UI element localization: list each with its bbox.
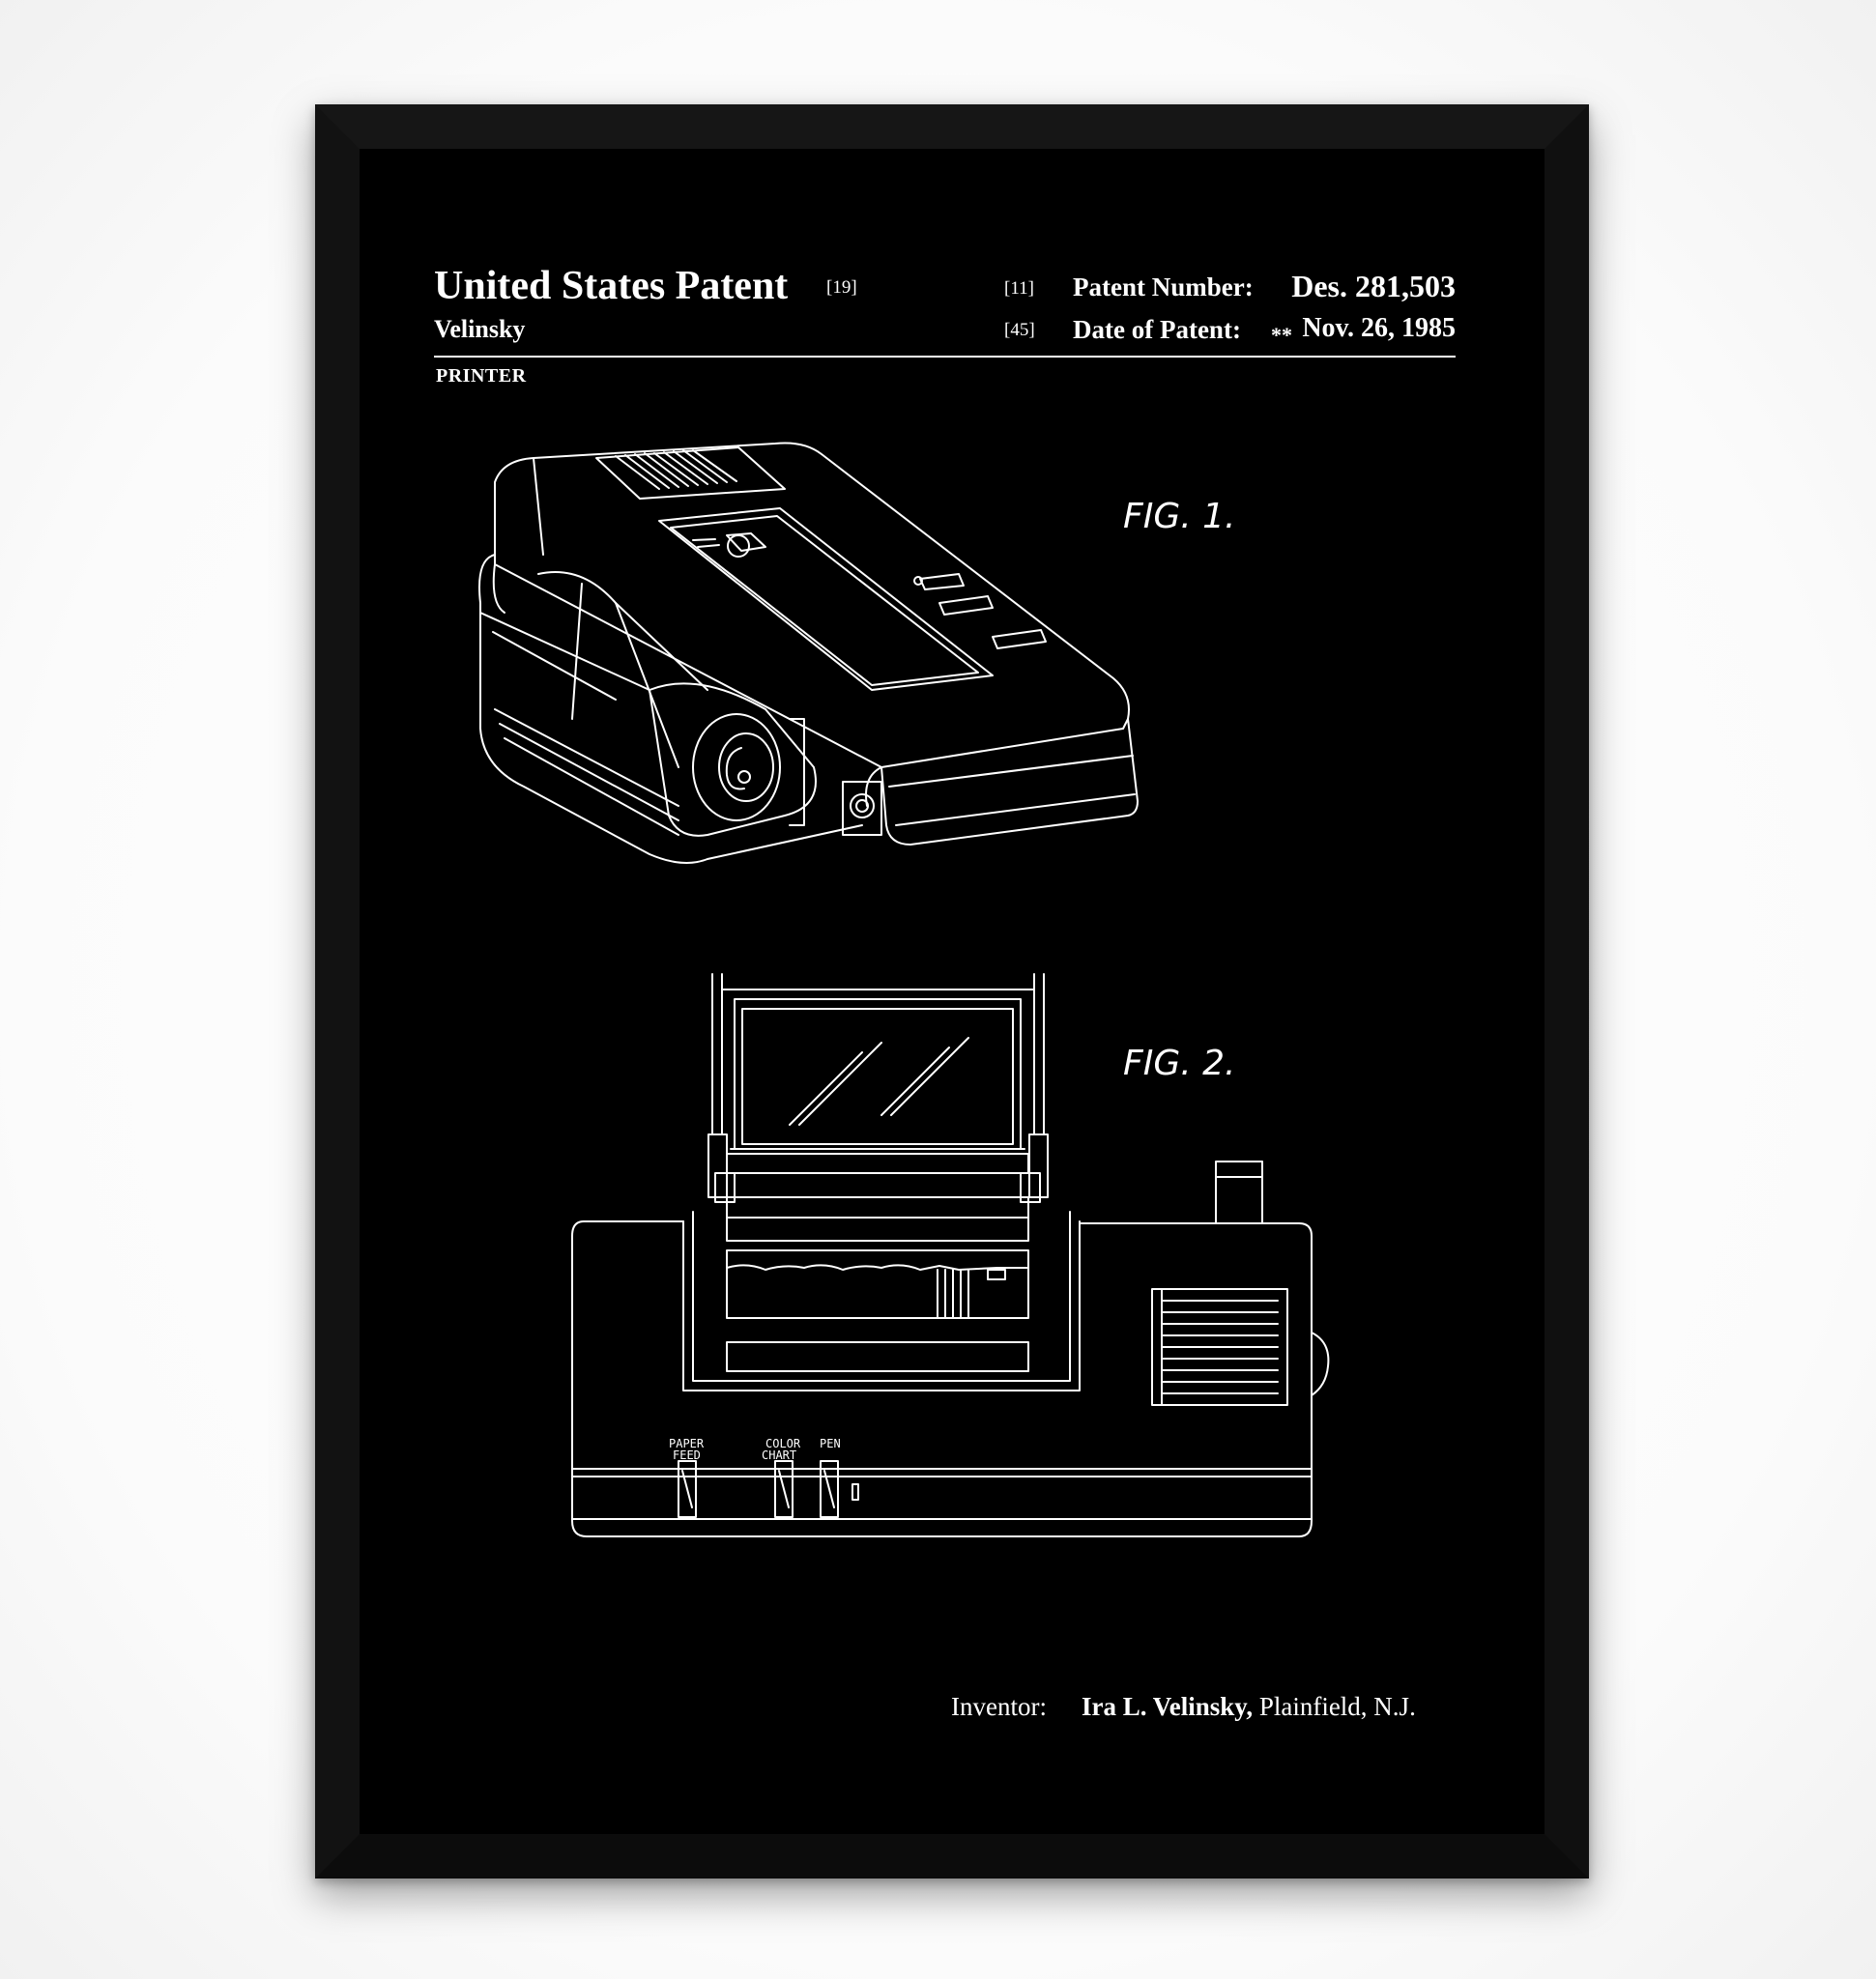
inventor-place: Plainfield, N.J. bbox=[1259, 1692, 1416, 1721]
patent-poster: United States Patent [19] [11] Patent Nu… bbox=[360, 149, 1544, 1834]
paper-feed-label-line2: FEED bbox=[673, 1448, 701, 1462]
patent-drawing: FIG. 1. FIG. 2. PAPER FEED COLOR CHART P… bbox=[360, 149, 1544, 1834]
inventor-credit: Ira L. Velinsky, Plainfield, N.J. bbox=[1082, 1692, 1416, 1722]
fig1-label: FIG. 1. bbox=[1123, 497, 1235, 536]
pen-label: PEN bbox=[820, 1437, 841, 1450]
fig1-printer-drawing bbox=[479, 443, 1138, 863]
inventor-full-name: Ira L. Velinsky, bbox=[1082, 1692, 1253, 1721]
picture-frame: United States Patent [19] [11] Patent Nu… bbox=[315, 104, 1589, 1879]
fig2-label: FIG. 2. bbox=[1123, 1044, 1235, 1083]
color-chart-label-line2: CHART bbox=[762, 1448, 796, 1462]
inventor-label: Inventor: bbox=[951, 1692, 1047, 1722]
